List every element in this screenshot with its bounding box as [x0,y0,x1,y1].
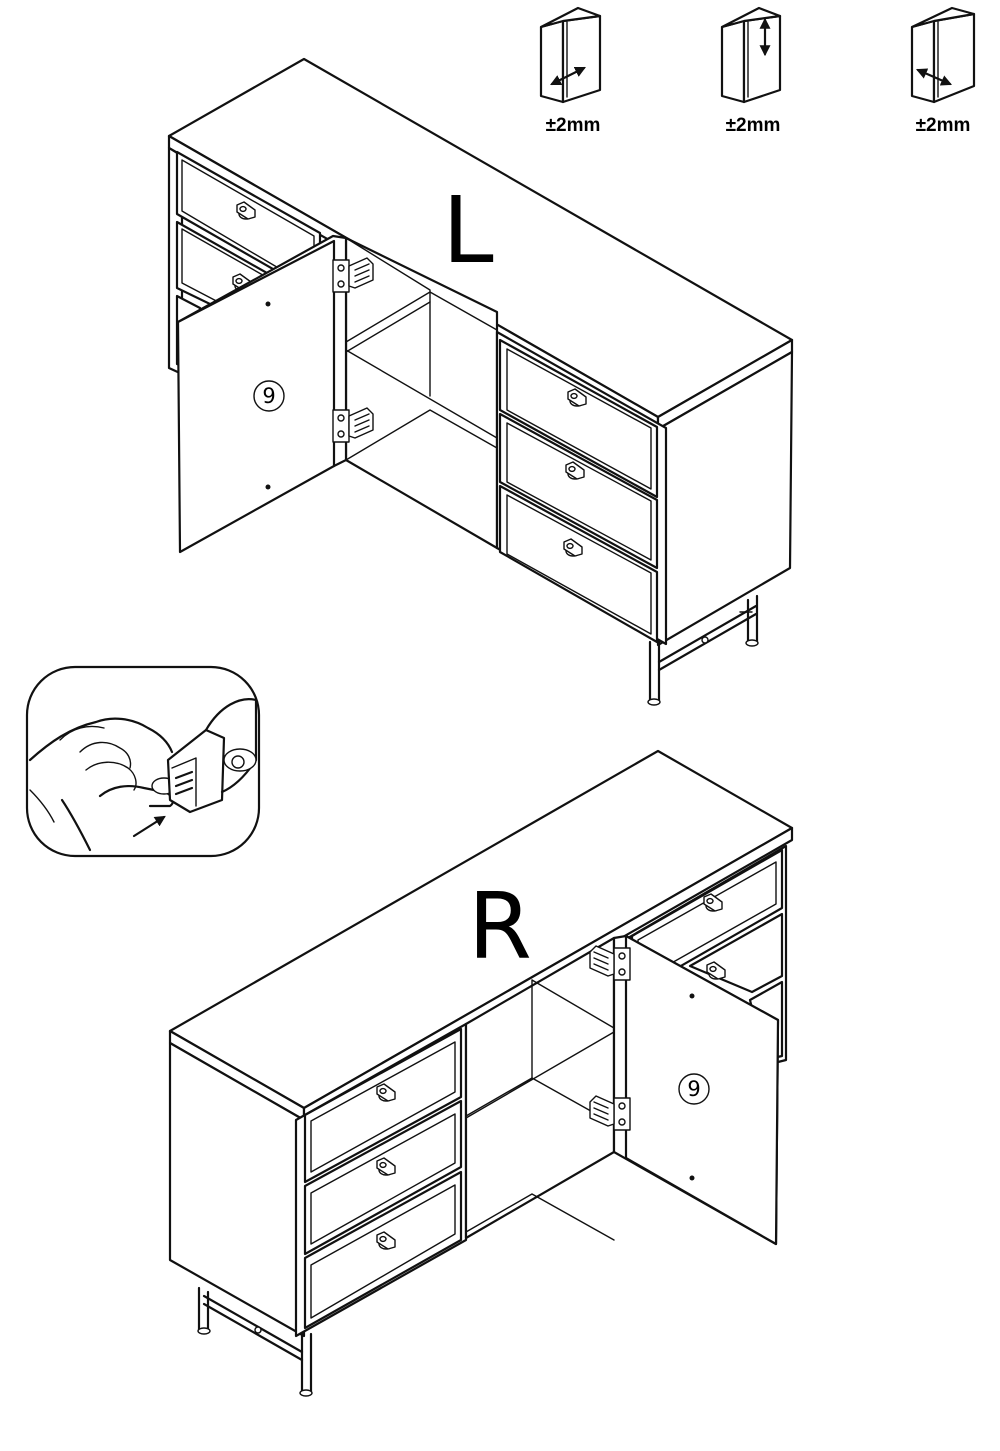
push-arrow-icon [132,815,166,838]
part-number: 9 [262,384,275,408]
tolerance-depth: ±2mm [916,115,971,136]
cabinet-leg [300,1332,313,1394]
hinge-clip-detail [25,665,261,858]
cabinet-right-drawer [303,1099,463,1256]
adjust-vertical-icon [720,6,782,104]
cabinet-left: 9 L [167,57,794,706]
part-number-badge [678,1073,710,1105]
door-hole [689,993,695,999]
cabinet-left-label: L [442,177,493,284]
cabinet-left-drawer [498,412,659,570]
cabinet-right: 9 R [168,749,794,1397]
hinge-clip-icon [166,698,258,814]
hand-icon [28,717,177,852]
cabinet-left-drawer [498,338,659,499]
cabinet-leg [197,1286,210,1332]
door-hole [265,301,271,307]
part-number-badge [253,380,285,412]
adjust-side-icon [539,6,602,104]
tolerance-side: ±2mm [546,115,601,136]
tolerance-vertical: ±2mm [726,115,781,136]
cabinet-right-drawer [303,1170,463,1330]
cabinet-right-label: R [468,873,532,980]
cabinet-left-drawer [498,484,659,644]
door-hole [265,484,271,490]
adjust-depth-icon [910,6,976,104]
door-hole [689,1175,695,1181]
cabinet-right-side [168,1041,306,1338]
cabinet-leg [648,640,661,704]
part-number: 9 [687,1077,700,1101]
cabinet-leg [746,594,759,645]
cabinet-right-drawer [303,1027,463,1184]
